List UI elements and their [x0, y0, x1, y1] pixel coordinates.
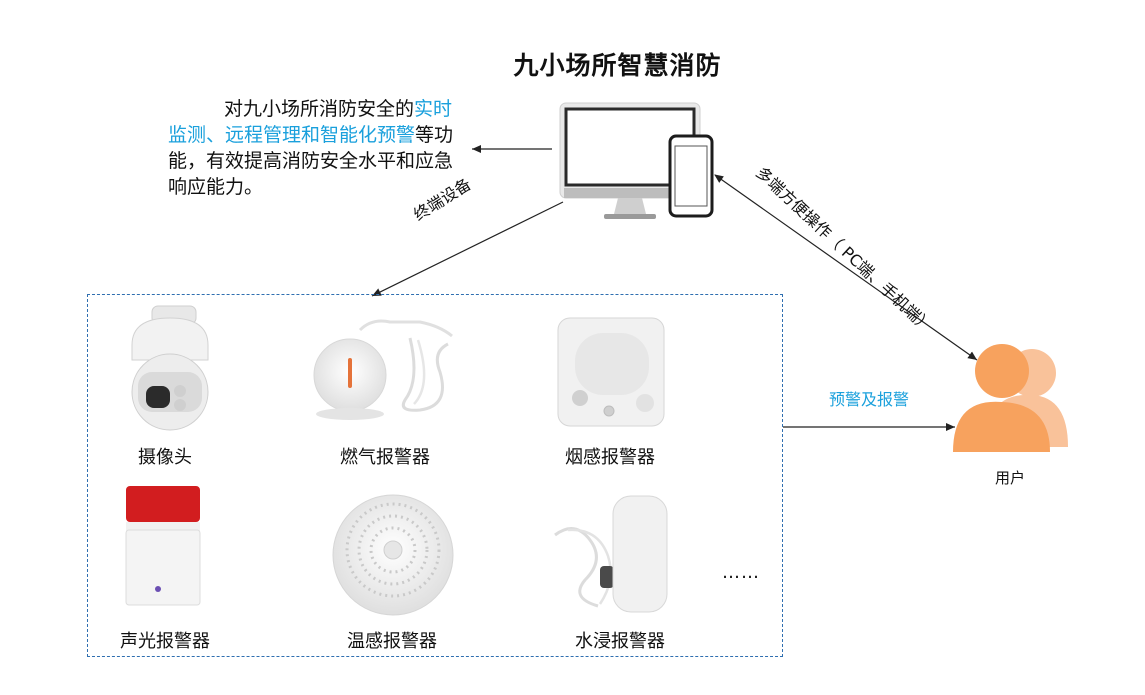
user-label: 用户: [995, 469, 1026, 487]
more-devices-ellipsis: ……: [722, 562, 760, 583]
user-icon: [953, 344, 1068, 452]
device-label-strobe-alarm: 声光报警器: [120, 631, 210, 652]
gas-alarm-icon: [313, 319, 453, 420]
description-highlight: 实时监测、远程管理和智能化预警: [168, 98, 453, 146]
device-label-smoke-alarm: 烟感报警器: [565, 447, 655, 468]
edge-label-alarm: 预警及报警: [829, 390, 910, 409]
device-label-heat-alarm: 温感报警器: [347, 631, 437, 652]
monitor-icon: [559, 102, 701, 219]
arrow-multi-terminal: [714, 174, 978, 361]
water-leak-icon: [554, 495, 668, 613]
device-label-gas-alarm: 燃气报警器: [340, 447, 430, 468]
terminal-device-box: [87, 294, 783, 657]
smoke-detector-icon: [557, 317, 665, 427]
strobe-alarm-icon: [125, 486, 201, 606]
phone-icon: [668, 134, 714, 218]
device-label-camera: 摄像头: [138, 447, 192, 468]
description-text: 对九小场所消防安全的实时监测、远程管理和智能化预警等功能，有效提高消防安全水平和…: [168, 96, 468, 200]
diagram-title: 九小场所智慧消防: [513, 51, 722, 80]
device-label-water-alarm: 水浸报警器: [575, 631, 665, 652]
description-part1: 对九小场所消防安全的: [224, 98, 415, 120]
heat-detector-icon: [332, 494, 454, 616]
arrow-to-terminals: [371, 201, 564, 297]
description-part2: 等功能，有效提高消防安全水平和应急响应能力。: [168, 124, 454, 198]
camera-icon: [131, 305, 209, 431]
